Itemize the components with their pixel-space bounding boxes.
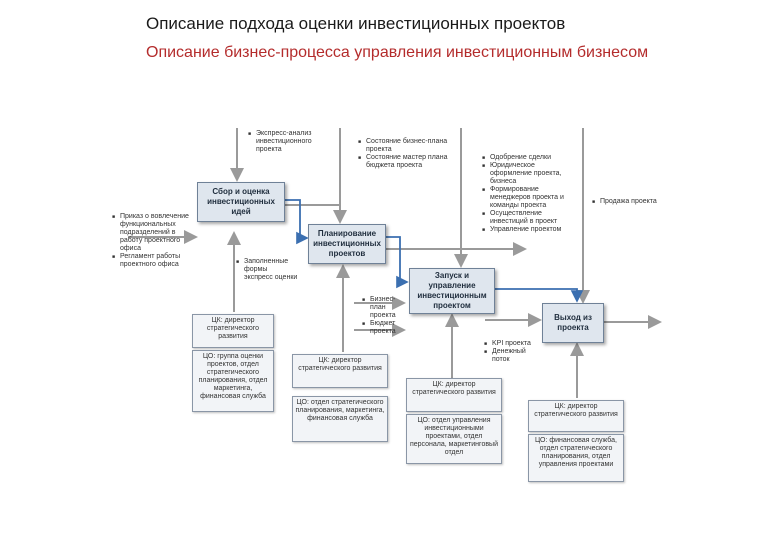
process-box-collect: Сбор и оценка инвестиционных идей [197, 182, 285, 222]
role-box-4-responsible: ЦК: директор стратегического развития [528, 400, 624, 432]
note-left: Приказ о вовлечение функциональных подра… [112, 213, 196, 269]
process-box-plan: Планирование инвестиционных проектов [308, 224, 386, 264]
role-box-4-executors: ЦО: финансовая служба, отдел стратегичес… [528, 434, 624, 482]
role-box-1-executors: ЦО: группа оценки проектов, отдел страте… [192, 350, 274, 412]
page-title: Описание подхода оценки инвестиционных п… [146, 14, 566, 33]
note-kpi: KPI проекта Денежный поток [484, 340, 536, 364]
role-box-2-executors: ЦО: отдел стратегического планирования, … [292, 396, 388, 442]
process-box-exit: Выход из проекта [542, 303, 604, 343]
note-sale: Продажа проекта [592, 198, 672, 206]
note-forms: Заполненные формы экспресс оценки [236, 258, 298, 282]
process-box-launch: Запуск и управление инвестиционным проек… [409, 268, 495, 314]
role-box-2-responsible: ЦК: директор стратегического развития [292, 354, 388, 388]
note-express: Экспресс-анализ инвестиционного проекта [248, 130, 328, 154]
note-budget: Бизнес-план проекта Бюджет проекта [362, 296, 402, 336]
note-approve: Одобрение сделки Юридическое оформление … [482, 154, 570, 234]
role-box-3-executors: ЦО: отдел управления инвестиционными про… [406, 414, 502, 464]
role-box-1-responsible: ЦК: директор стратегического развития [192, 314, 274, 348]
role-box-3-responsible: ЦК: директор стратегического развития [406, 378, 502, 412]
page-subtitle: Описание бизнес-процесса управления инве… [146, 44, 649, 61]
note-state: Состояние бизнес-плана проекта Состояние… [358, 138, 448, 170]
